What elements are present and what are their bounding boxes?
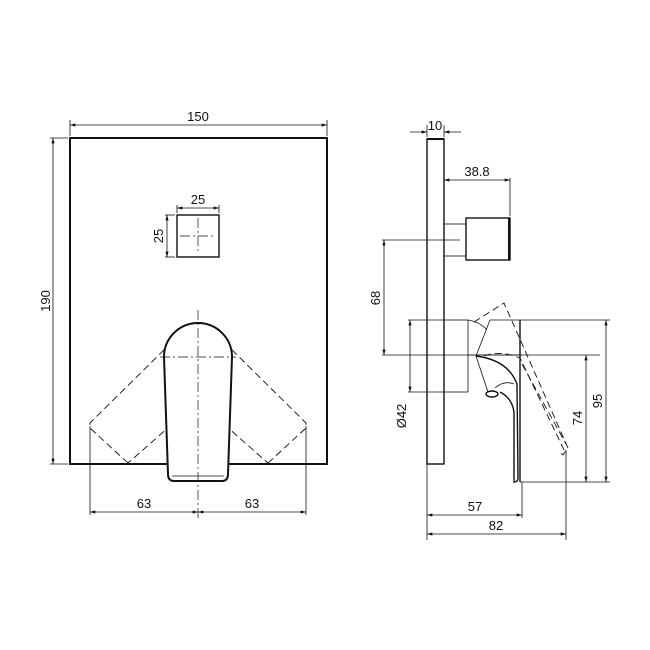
side-view: 10 38.8 68 Ø42 <box>368 118 610 540</box>
dimension-projection: 57 82 <box>426 450 567 540</box>
dim-label-10: 10 <box>428 118 442 133</box>
dim-label-68: 68 <box>368 291 383 305</box>
side-plate <box>426 138 445 465</box>
dim-label-63-right: 63 <box>245 496 259 511</box>
diverter-knob: 25 25 <box>151 192 220 258</box>
dim-label-150: 150 <box>187 109 209 124</box>
dimension-handle-height: 95 74 <box>520 319 610 483</box>
side-handle-body: Ø42 <box>394 319 469 429</box>
dimension-plate-width: 150 <box>69 109 328 136</box>
dimension-plate-height: 190 <box>38 137 68 465</box>
dim-label-diameter-42: Ø42 <box>394 404 409 429</box>
dimension-lever-swing: 63 63 <box>89 426 307 515</box>
dim-label-74: 74 <box>570 411 585 425</box>
dim-label-38-8: 38.8 <box>464 164 489 179</box>
dimension-plate-thickness: 10 <box>410 118 461 137</box>
dim-label-57: 57 <box>468 499 482 514</box>
mixer-handle <box>160 310 236 520</box>
side-lever <box>467 302 600 483</box>
dim-label-95: 95 <box>590 394 605 408</box>
dimension-diverter-to-handle: 68 <box>368 239 522 356</box>
dim-label-25-width: 25 <box>191 192 205 207</box>
dim-label-63-left: 63 <box>137 496 151 511</box>
dim-label-190: 190 <box>38 290 53 312</box>
dim-label-25-height: 25 <box>151 229 166 243</box>
side-diverter: 38.8 <box>443 164 511 261</box>
dim-label-82: 82 <box>489 518 503 533</box>
front-view: 150 190 25 25 <box>38 109 328 520</box>
